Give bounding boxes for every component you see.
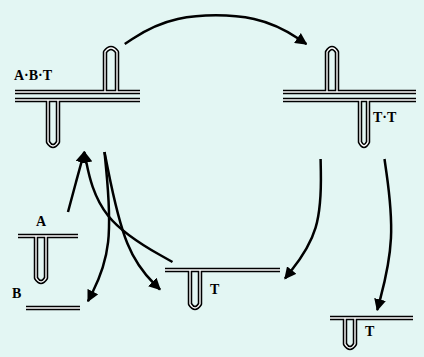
- dna-strand: [10, 44, 145, 152]
- strand-outline: [15, 90, 140, 95]
- strand-outline: [48, 100, 58, 146]
- strand-outline: [345, 318, 355, 348]
- strand-core: [345, 318, 355, 348]
- strand-core: [330, 317, 413, 318]
- strand-outline: [36, 236, 46, 282]
- strand-label: B: [12, 286, 21, 302]
- strand-outline: [190, 270, 200, 308]
- strand-core: [327, 48, 337, 92]
- strand-complex: AB: [8, 212, 88, 317]
- strand-label: A: [36, 214, 46, 230]
- dna-strand: [8, 212, 88, 317]
- strand-outline: [360, 100, 368, 146]
- strand-core: [26, 307, 80, 308]
- strand-outline: [165, 268, 280, 273]
- strand-outline: [283, 98, 416, 103]
- strand-label: T: [365, 324, 374, 340]
- strand-label: T: [210, 282, 219, 298]
- strand-core: [360, 100, 368, 146]
- strand-core: [190, 270, 200, 308]
- strand-outline: [105, 48, 117, 92]
- strand-core: [105, 48, 117, 92]
- strand-complex: T: [160, 262, 285, 317]
- reaction-arrow: [285, 159, 321, 279]
- strand-label: T·T: [373, 110, 396, 126]
- strand-core: [15, 91, 140, 92]
- strand-core: [48, 100, 58, 146]
- strand-core: [36, 236, 46, 282]
- strand-label: A·B·T: [14, 68, 52, 84]
- strand-core: [15, 99, 140, 100]
- strand-outline: [15, 98, 140, 103]
- strand-core: [165, 269, 280, 270]
- strand-core: [18, 235, 78, 236]
- reaction-arrow: [105, 152, 161, 290]
- strand-complex: A·B·T: [10, 44, 145, 152]
- reaction-arrow: [377, 159, 391, 310]
- strand-complex: T·T: [278, 44, 420, 159]
- strand-outline: [283, 90, 416, 95]
- strand-outline: [330, 316, 413, 321]
- reaction-arrow: [125, 15, 307, 44]
- strand-complex: T: [325, 310, 420, 355]
- reaction-arrow: [68, 152, 84, 212]
- strand-core: [283, 99, 416, 100]
- dna-strand: [278, 44, 420, 159]
- strand-core: [283, 91, 416, 92]
- reaction-arrow: [88, 152, 109, 301]
- dna-strand: [160, 262, 285, 317]
- strand-outline: [327, 48, 337, 92]
- strand-outline: [26, 306, 80, 311]
